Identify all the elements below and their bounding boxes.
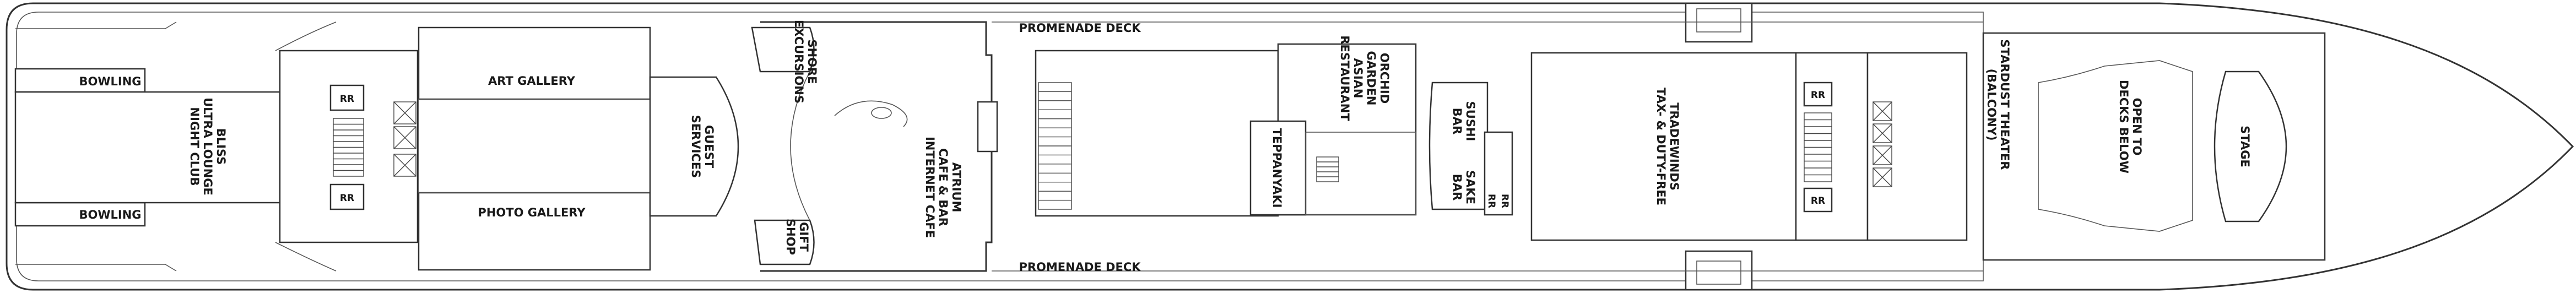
svg-text:SUSHI: SUSHI (1464, 101, 1477, 142)
stairs-1 (333, 118, 364, 177)
rr-sushi-block (1484, 131, 1513, 216)
bowling-top-label: BOWLING (79, 75, 141, 88)
orchid-garden-label: ORCHID GARDEN ASIAN RESTAURANT (1338, 35, 1391, 121)
aft-bump-bottom (275, 242, 337, 272)
atrium-elevator-block (977, 101, 998, 153)
shore-excursions-room (751, 26, 815, 73)
teppanyaki-label: TEPPANYAKI (1270, 128, 1284, 208)
photo-gallery-label: PHOTO GALLERY (478, 206, 586, 219)
atrium-spiral (834, 100, 908, 127)
sushi-sake-bar (1428, 82, 1489, 210)
art-gallery-room (418, 26, 651, 100)
rr-1b-label: RR (340, 193, 354, 204)
svg-text:RR: RR (1499, 194, 1510, 208)
atrium-fountain (871, 107, 892, 119)
tender-bottom-inner (1696, 261, 1741, 285)
svg-text:INTERNET CAFE: INTERNET CAFE (923, 137, 937, 238)
svg-text:ATRIUM: ATRIUM (950, 162, 963, 213)
svg-text:DECKS BELOW: DECKS BELOW (2117, 80, 2130, 173)
rr-sushi-1-label: RR (1486, 194, 1497, 208)
promenade-deck-bottom-label: PROMENADE DECK (1019, 261, 1141, 274)
tender-top-inner (1696, 8, 1741, 32)
svg-text:SERVICES: SERVICES (689, 115, 702, 178)
aft-bump-top (275, 21, 337, 51)
svg-text:RESTAURANT: RESTAURANT (1338, 35, 1351, 121)
rr-4b-label: RR (1811, 196, 1825, 207)
rr-sushi-2-label: RR (1499, 194, 1510, 208)
svg-text:RR: RR (1486, 194, 1497, 208)
svg-text:TAX- & DUTY-FREE: TAX- & DUTY-FREE (1654, 88, 1668, 205)
art-gallery-label: ART GALLERY (488, 74, 576, 88)
sushi-bar-label: SUSHI BAR (1451, 101, 1477, 142)
atrium-label: ATRIUM CAFE & BAR INTERNET CAFE (923, 137, 963, 238)
svg-text:STAGE: STAGE (2238, 126, 2252, 167)
svg-text:SHORE: SHORE (805, 39, 819, 84)
svg-text:SAKE: SAKE (1464, 170, 1477, 204)
stairs-4 (1804, 112, 1832, 182)
photo-gallery-room (418, 192, 651, 271)
svg-text:GARDEN: GARDEN (1365, 51, 1378, 105)
rr-1a-label: RR (340, 94, 354, 105)
restroom-4b-box (1803, 187, 1833, 213)
teppanyaki-side (1305, 132, 1416, 215)
svg-text:ULTRA LOUNGE: ULTRA LOUNGE (201, 97, 214, 196)
rr-4a-label: RR (1811, 90, 1825, 101)
svg-text:ORCHID: ORCHID (1378, 53, 1391, 104)
stage-label: STAGE (2238, 126, 2252, 167)
guest-services-label: GUEST SERVICES (689, 115, 716, 178)
svg-text:NIGHT CLUB: NIGHT CLUB (188, 107, 201, 186)
bliss-label: BLISS ULTRA LOUNGE NIGHT CLUB (188, 97, 228, 196)
svg-text:SHOP: SHOP (784, 219, 797, 255)
svg-text:EXCURSIONS: EXCURSIONS (792, 20, 805, 104)
svg-text:BLISS: BLISS (214, 128, 228, 165)
sake-bar-label: SAKE BAR (1451, 170, 1477, 204)
bowling-top-room (14, 68, 146, 93)
restroom-4a-box (1803, 82, 1833, 107)
hull-inner-outline (16, 12, 1984, 281)
svg-text:BAR: BAR (1451, 174, 1464, 200)
theater-open-area (2038, 60, 2193, 232)
stage-area (2214, 70, 2287, 223)
stair-core-2 (1035, 50, 1279, 217)
restroom-1b-box (329, 183, 365, 210)
hull-outline (6, 2, 2574, 291)
promenade-deck-top-label: PROMENADE DECK (1019, 21, 1141, 35)
atrium-curve (790, 71, 810, 221)
stairs-2 (1038, 82, 1072, 210)
tradewinds-label: TRADEWINDS TAX- & DUTY-FREE (1654, 88, 1681, 205)
aft-corner-top (15, 21, 177, 29)
svg-text:BAR: BAR (1451, 108, 1464, 134)
aft-corner-bottom (15, 264, 177, 272)
shore-excursions-label: SHORE EXCURSIONS (792, 20, 819, 104)
svg-text:GUEST: GUEST (702, 125, 716, 169)
gift-shop-room (754, 219, 815, 265)
elevator-bank-4 (1866, 52, 1968, 241)
svg-text:(BALCONY): (BALCONY) (1985, 69, 1998, 141)
svg-text:STARDUST THEATER: STARDUST THEATER (1998, 39, 2011, 170)
guest-services-desk (649, 76, 739, 217)
svg-text:TEPPANYAKI: TEPPANYAKI (1270, 128, 1284, 208)
bowling-bottom-label: BOWLING (79, 208, 141, 221)
svg-text:CAFE & BAR: CAFE & BAR (937, 148, 950, 226)
teppanyaki-room (1249, 120, 1307, 216)
stardust-theater-label: STARDUST THEATER (BALCONY) (1985, 39, 2011, 170)
svg-text:ASIAN: ASIAN (1351, 58, 1365, 98)
stair-core-1 (279, 50, 419, 243)
svg-text:TRADEWINDS: TRADEWINDS (1668, 102, 1681, 191)
elevators-4 (1873, 101, 1892, 187)
gift-shop-label: GIFT SHOP (784, 219, 810, 255)
restroom-1a-box (329, 84, 365, 111)
bliss-room (14, 91, 281, 204)
open-to-decks-label: OPEN TO DECKS BELOW (2117, 80, 2144, 173)
svg-text:GIFT: GIFT (797, 222, 810, 252)
svg-text:OPEN TO: OPEN TO (2130, 98, 2144, 156)
gallery-corridor (418, 99, 651, 193)
